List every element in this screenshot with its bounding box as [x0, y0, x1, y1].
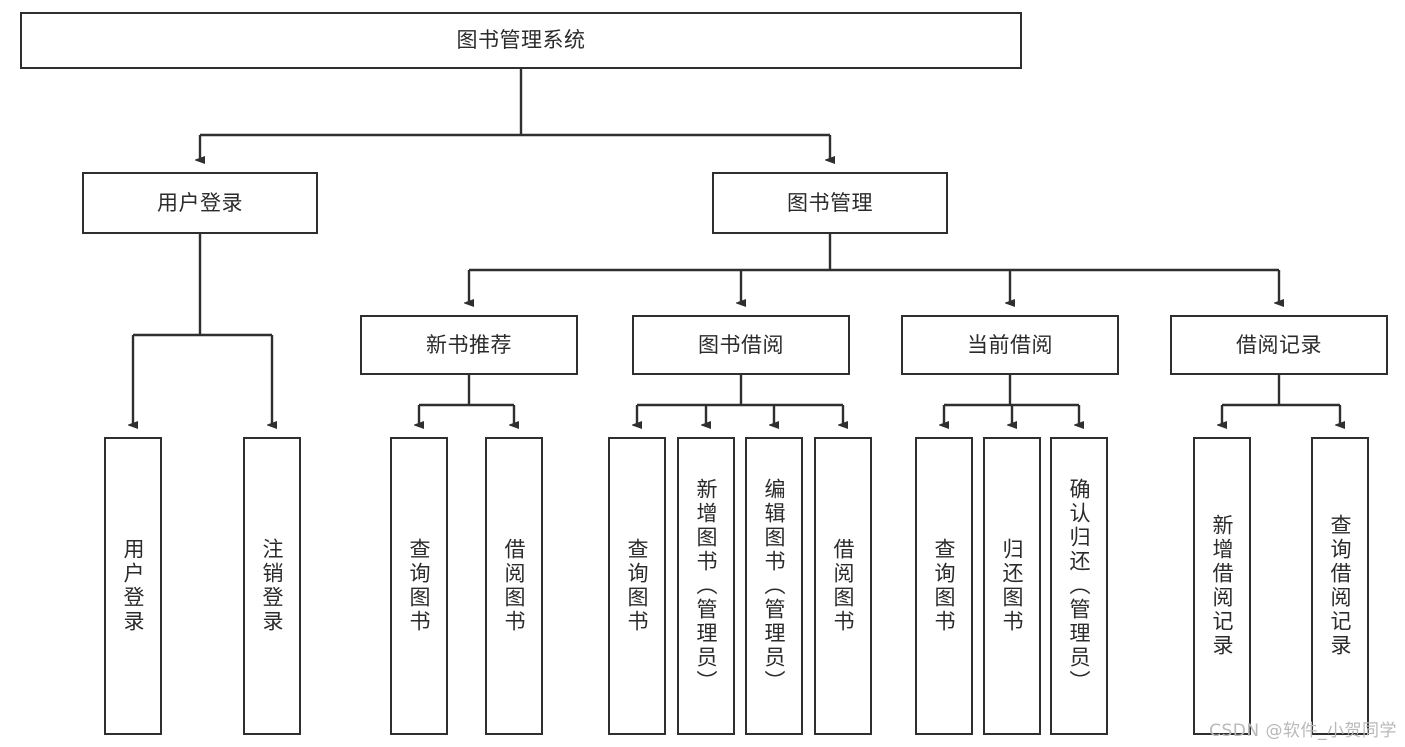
node-leaf-user-login[interactable]: 用户登录 [104, 437, 162, 735]
node-root[interactable]: 图书管理系统 [20, 12, 1022, 69]
node-book-manage[interactable]: 图书管理 [712, 172, 948, 234]
node-leaf-add-book-admin[interactable]: 新增图书（管理员） [677, 437, 735, 735]
node-book-borrow[interactable]: 图书借阅 [632, 315, 850, 375]
node-borrow-record[interactable]: 借阅记录 [1170, 315, 1388, 375]
node-leaf-query-borrow-record[interactable]: 查询借阅记录 [1311, 437, 1369, 735]
node-leaf-borrow-book-borrow[interactable]: 借阅图书 [814, 437, 872, 735]
node-leaf-edit-book-admin[interactable]: 编辑图书（管理员） [745, 437, 803, 735]
node-user-login-label: 用户登录 [157, 190, 243, 215]
node-leaf-search-book-rec[interactable]: 查询图书 [390, 437, 448, 735]
node-leaf-user-login-label: 用户登录 [121, 538, 146, 634]
node-book-manage-label: 图书管理 [787, 190, 873, 215]
node-leaf-confirm-return[interactable]: 确认归还（管理员） [1050, 437, 1108, 735]
node-leaf-add-borrow-record[interactable]: 新增借阅记录 [1193, 437, 1251, 735]
node-leaf-borrow-book-borrow-label: 借阅图书 [831, 538, 856, 634]
node-leaf-search-book-rec-label: 查询图书 [407, 538, 432, 634]
node-root-label: 图书管理系统 [456, 28, 586, 53]
node-leaf-add-book-admin-label: 新增图书（管理员） [694, 478, 719, 694]
node-user-login[interactable]: 用户登录 [82, 172, 318, 234]
node-leaf-borrow-book-rec-label: 借阅图书 [502, 538, 527, 634]
node-leaf-query-borrow-record-label: 查询借阅记录 [1328, 514, 1353, 658]
node-borrow-record-label: 借阅记录 [1236, 332, 1322, 357]
node-leaf-user-logout[interactable]: 注销登录 [243, 437, 301, 735]
node-leaf-search-book-borrow[interactable]: 查询图书 [608, 437, 666, 735]
node-book-borrow-label: 图书借阅 [698, 332, 784, 357]
node-current-borrow-label: 当前借阅 [967, 332, 1053, 357]
node-leaf-return-book-label: 归还图书 [1000, 538, 1025, 634]
node-leaf-search-book-borrow-label: 查询图书 [625, 538, 650, 634]
node-leaf-add-borrow-record-label: 新增借阅记录 [1210, 514, 1235, 658]
node-leaf-borrow-book-rec[interactable]: 借阅图书 [485, 437, 543, 735]
node-leaf-return-book[interactable]: 归还图书 [983, 437, 1041, 735]
node-new-book-recommend-label: 新书推荐 [426, 332, 512, 357]
node-leaf-edit-book-admin-label: 编辑图书（管理员） [762, 478, 787, 694]
node-leaf-search-book-current-label: 查询图书 [932, 538, 957, 634]
csdn-watermark: CSDN @软件_小贺同学 [1209, 721, 1397, 741]
node-leaf-search-book-current[interactable]: 查询图书 [915, 437, 973, 735]
node-current-borrow[interactable]: 当前借阅 [901, 315, 1119, 375]
node-leaf-confirm-return-label: 确认归还（管理员） [1067, 478, 1092, 694]
node-new-book-recommend[interactable]: 新书推荐 [360, 315, 578, 375]
node-leaf-user-logout-label: 注销登录 [260, 538, 285, 634]
